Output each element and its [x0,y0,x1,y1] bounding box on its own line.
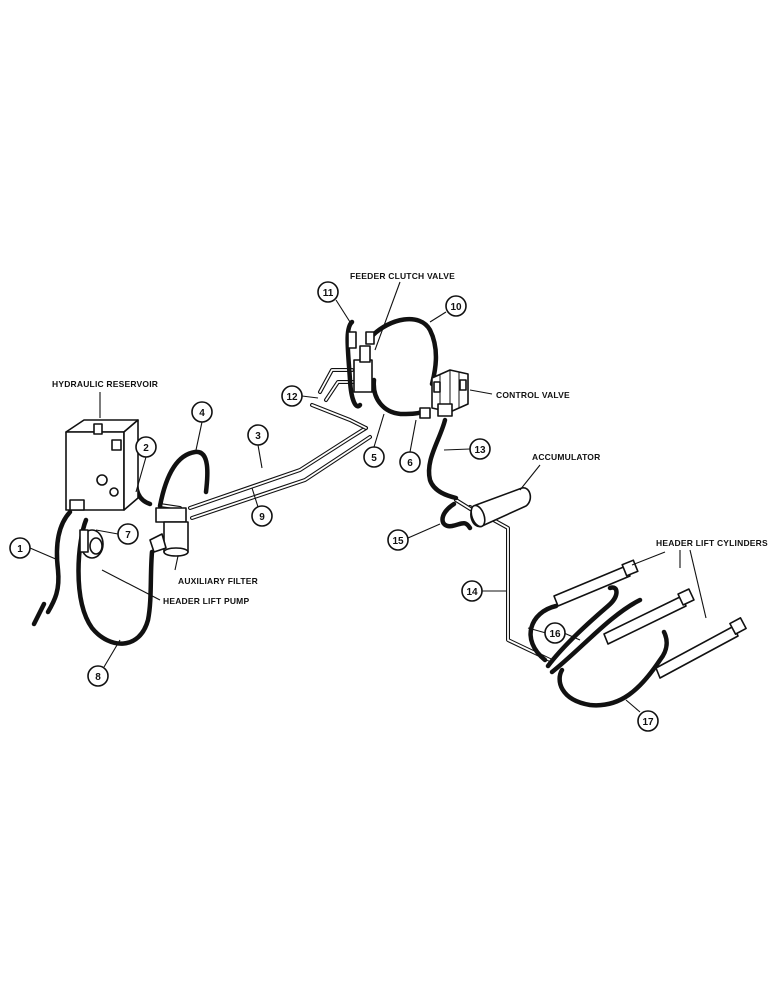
callout-8-circle [87,665,109,687]
callout-3: 3 [255,431,261,442]
label-feeder-clutch-valve: FEEDER CLUTCH VALVE [350,271,455,281]
callout-12: 12 [286,392,298,403]
callout-6-circle [399,451,421,473]
label-hydraulic-reservoir: HYDRAULIC RESERVOIR [52,379,158,389]
label-header-lift-pump: HEADER LIFT PUMP [163,596,249,606]
callout-16: 16 [549,629,561,640]
callout-1-circle [9,537,31,559]
callout-2: 2 [143,443,149,454]
callout-17-circle [637,710,659,732]
callout-14: 14 [466,587,478,598]
callout-2-circle [135,436,157,458]
label-accumulator: ACCUMULATOR [532,452,600,462]
callout-13: 13 [474,445,486,456]
callout-5-circle [363,446,385,468]
callout-12-circle [281,385,303,407]
callout-17: 17 [642,717,654,728]
label-auxiliary-filter: AUXILIARY FILTER [178,576,258,586]
callout-9-circle [251,505,273,527]
callout-8: 8 [95,672,101,683]
label-leaders [99,281,707,619]
callout-6: 6 [407,458,413,469]
callout-11-circle [317,281,339,303]
component-labels: FEEDER CLUTCH VALVE HYDRAULIC RESERVOIR … [52,271,768,606]
header-lift-cylinders [553,559,747,679]
feeder-clutch-valve [347,331,375,393]
header-lift-pump [79,529,104,559]
callout-7: 7 [125,530,131,541]
label-header-lift-cylinders: HEADER LIFT CYLINDERS [656,538,768,548]
callout-15-circle [387,529,409,551]
hoses [31,316,669,708]
callout-11: 11 [323,288,334,299]
callout-10: 10 [450,302,462,313]
hydraulic-reservoir [65,419,139,511]
callout-4-circle [191,401,213,423]
callout-4: 4 [199,408,205,419]
callout-9: 9 [259,512,265,523]
callout-15: 15 [392,536,404,547]
callout-5: 5 [371,453,377,464]
auxiliary-filter [149,507,189,557]
callout-16-circle [544,622,566,644]
callout-13-circle [469,438,491,460]
callout-3-circle [247,424,269,446]
callouts: 1 2 3 4 5 6 7 8 9 10 [9,281,659,732]
callout-10-circle [445,295,467,317]
callout-14-circle [461,580,483,602]
accumulator [470,487,532,528]
control-valve [419,369,469,419]
callout-1: 1 [17,544,23,555]
callout-7-circle [117,523,139,545]
label-control-valve: CONTROL VALVE [496,390,570,400]
